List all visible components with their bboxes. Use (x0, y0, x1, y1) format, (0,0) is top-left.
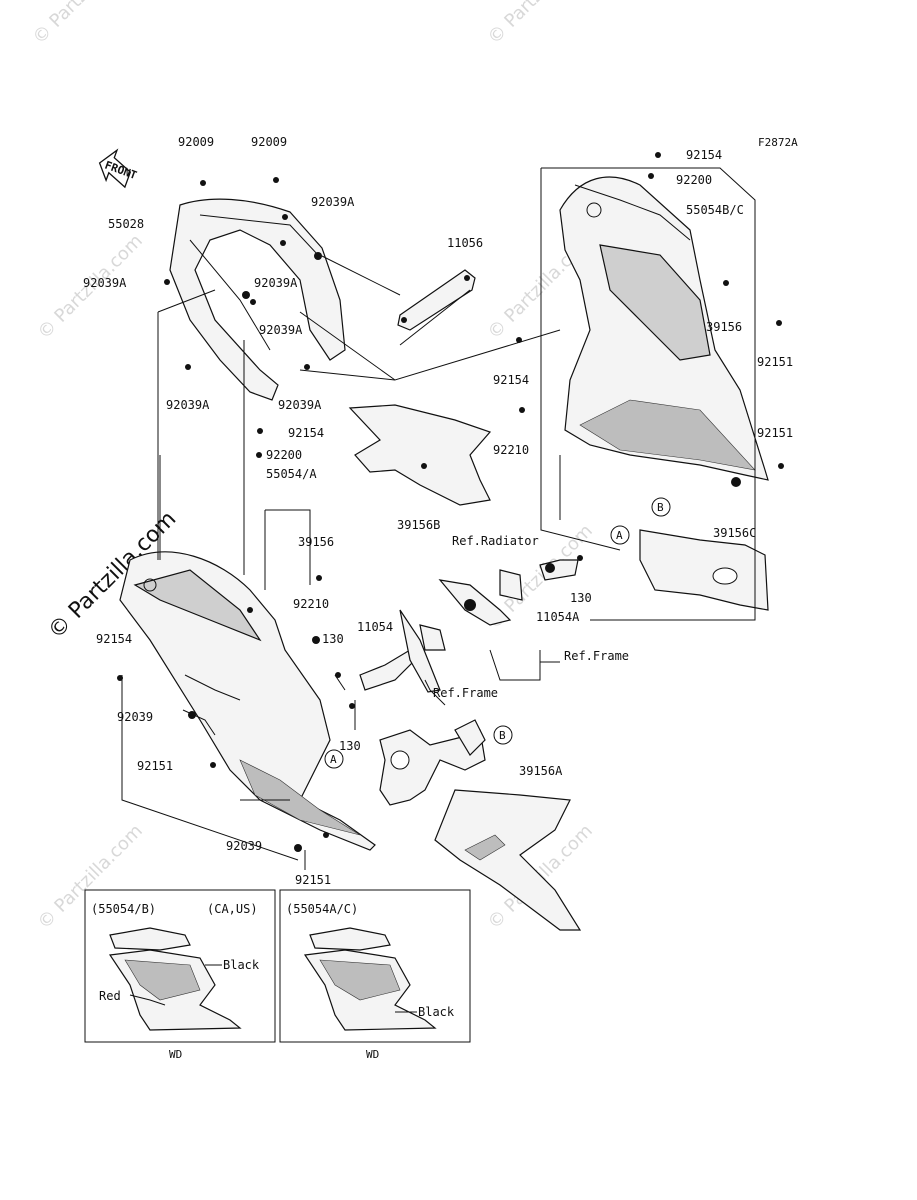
marker-b1: B (651, 497, 671, 517)
stay-11056 (397, 269, 476, 331)
inset-title: (55054/B) (91, 902, 156, 916)
part-label: 92151 (295, 873, 331, 887)
part-label: 92039A (311, 195, 355, 209)
inner-cowl-55028 (169, 198, 346, 401)
part-label: 92039A (254, 276, 298, 290)
part-label: 92154 (288, 426, 324, 440)
part-label: 55028 (108, 217, 144, 231)
part-label: 92039A (278, 398, 322, 412)
part-label: 92039A (259, 323, 303, 337)
part-label: 92154 (686, 148, 722, 162)
svg-text:B: B (499, 729, 506, 742)
part-label: 130 (322, 632, 344, 646)
frame-bracket (379, 719, 486, 806)
part-label: 39156C (713, 526, 756, 540)
svg-text:B: B (657, 501, 664, 514)
watermark: © Partzilla.com (29, 0, 142, 49)
right-cowl-55054bc (559, 176, 769, 487)
part-label: 130 (570, 591, 592, 605)
part-label: 11054 (357, 620, 393, 634)
leader-lines (121, 167, 756, 870)
part-label: 92039A (83, 276, 127, 290)
diagram-code: F2872A (758, 136, 798, 149)
color-label: Black (223, 958, 260, 972)
part-label: 92154 (96, 632, 132, 646)
part-label: 92009 (251, 135, 287, 149)
marker-b2: B (493, 725, 513, 745)
color-label: Red (99, 989, 121, 1003)
ref-label: Ref.Radiator (452, 534, 539, 548)
part-label: 39156 (298, 535, 334, 549)
left-cowl-55054a (119, 551, 376, 851)
bracket-11054 (359, 609, 446, 693)
part-label: 92039 (226, 839, 262, 853)
color-label: Black (418, 1005, 455, 1019)
inset-caption: WD (169, 1048, 182, 1061)
ref-label: Ref.Frame (564, 649, 629, 663)
part-label: 11054A (536, 610, 580, 624)
ref-label: Ref.Frame (433, 686, 498, 700)
inset-caption: WD (366, 1048, 379, 1061)
part-label: 11056 (447, 236, 483, 250)
part-label: 92151 (757, 355, 793, 369)
inset-title: (55054A/C) (286, 902, 358, 916)
part-label: 92009 (178, 135, 214, 149)
pad-39156b (348, 404, 492, 506)
marker-a2: A (324, 749, 344, 769)
part-label: 92039A (166, 398, 210, 412)
part-label: 55054/A (266, 467, 317, 481)
watermark: © Partzilla.com (34, 820, 147, 933)
part-label: 92154 (493, 373, 529, 387)
part-label: 55054B/C (686, 203, 744, 217)
inset-right: (55054A/C) Black WD (279, 889, 471, 1061)
part-label: 92210 (493, 443, 529, 457)
svg-text:A: A (330, 753, 337, 766)
inset-left: (55054/B) (CA,US) Black Red WD (84, 889, 276, 1061)
part-label: 39156A (519, 764, 563, 778)
part-label: 92039 (117, 710, 153, 724)
part-label: 39156B (397, 518, 440, 532)
fasteners (117, 152, 784, 852)
part-label: 39156 (706, 320, 742, 334)
inset-region: (CA,US) (207, 902, 258, 916)
watermark: © Partzilla.com (484, 0, 597, 49)
part-label: 92200 (266, 448, 302, 462)
part-labels: 92009 92009 92039A 55028 92039A 92039A 9… (83, 135, 793, 887)
pad-39156a (434, 789, 582, 931)
bracket-11054a (438, 559, 579, 626)
pad-39156c (639, 529, 769, 611)
part-label: 92151 (757, 426, 793, 440)
front-arrow-icon: FRONT (98, 148, 139, 189)
part-label: 92210 (293, 597, 329, 611)
part-label: 92200 (676, 173, 712, 187)
svg-text:A: A (616, 529, 623, 542)
marker-a1: A (610, 525, 630, 545)
part-label: 130 (339, 739, 361, 753)
part-label: 92151 (137, 759, 173, 773)
